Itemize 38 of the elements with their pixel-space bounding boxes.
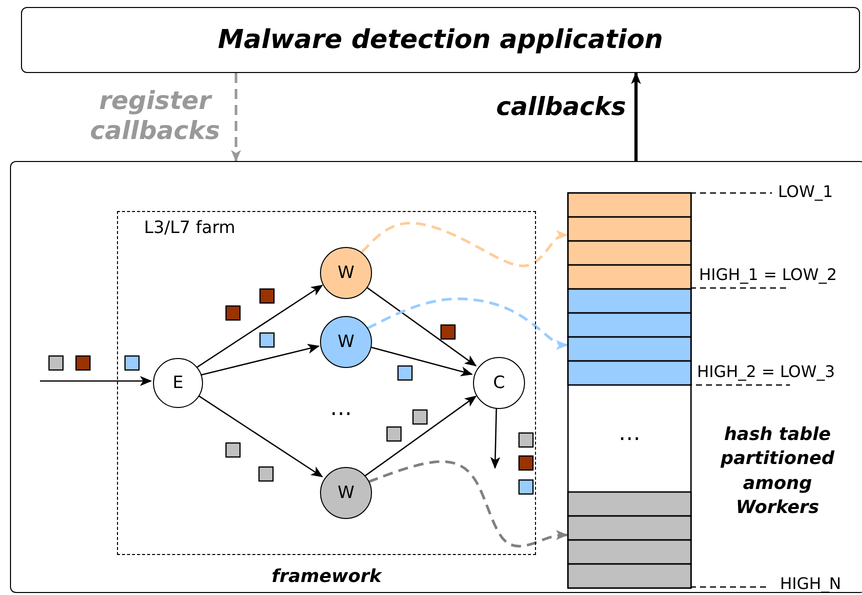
worker-circle [320,316,372,368]
collector-circle [473,357,525,409]
arrow [196,284,324,368]
threshold-label: HIGH_N [780,574,842,593]
edge-label: callbacks [495,92,626,122]
arrow [40,376,152,386]
node-letter: W [336,482,356,505]
framework-box [10,161,862,593]
dashed-arrow [368,460,568,548]
threshold-label: HIGH_2 = LOW_3 [697,362,835,381]
emitter-circle [153,358,203,408]
node-letter: C [492,372,506,395]
arrow [196,394,324,478]
arrow [631,72,641,161]
worker-circle [320,467,372,519]
edge-label: register callbacks [89,86,221,146]
dashed-arrow [360,222,568,268]
hash-table-caption: hash table partitioned among Workers [720,423,836,520]
title-text: Malware detection application [216,24,664,57]
node-letter: W [336,262,356,285]
node-letter: W [336,331,356,354]
threshold-label: LOW_1 [778,182,833,201]
framework-caption: framework [270,566,383,587]
application-box [21,7,860,73]
arrow [200,344,320,376]
threshold-label: HIGH_1 = LOW_2 [699,265,837,284]
farm-box [117,211,536,555]
arrow [364,396,477,476]
worker-circle [320,247,372,299]
arrow [490,406,500,469]
arrow [364,286,477,366]
ellipsis-text: … [330,396,352,421]
hash-table [568,193,691,588]
dashed-arrow [366,298,568,350]
ellipsis-text: … [618,421,642,446]
node-letter: E [172,372,184,395]
arrow [231,73,241,162]
farm-label: L3/L7 farm [144,218,236,238]
